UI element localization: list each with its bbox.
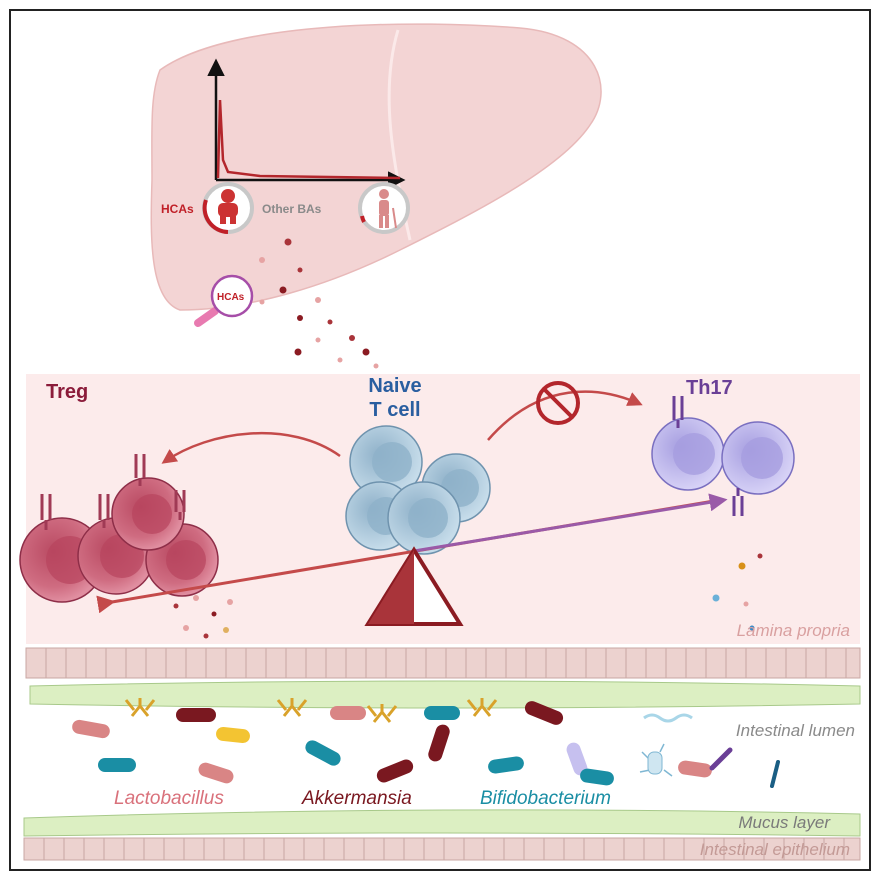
label-treg: Treg (46, 381, 88, 403)
metabolite-dots (173, 553, 763, 639)
naive-t-cells (345, 425, 491, 555)
label-akkermansia: Akkermansia (301, 788, 412, 809)
label-hcas-magnifier: HCAs (217, 292, 245, 303)
infant-icon (202, 182, 254, 234)
antibody-icon (40, 454, 186, 530)
label-lamina-propria: Lamina propria (737, 621, 850, 640)
balance-fulcrum-icon (364, 546, 464, 626)
arrow-naive-to-treg (161, 431, 341, 464)
label-other-bas: Other BAs (262, 202, 322, 216)
label-intestinal-epithelium: Intestinal epithelium (700, 840, 850, 859)
intestinal-epithelium-bottom (23, 837, 861, 861)
bacteria (72, 701, 780, 788)
prohibit-icon (536, 381, 580, 425)
treg-cells (19, 477, 219, 603)
label-bifidobacterium: Bifidobacterium (480, 788, 611, 809)
label-th17: Th17 (686, 377, 733, 399)
mucus-layer (23, 809, 861, 837)
label-hcas-left: HCAs (161, 202, 194, 216)
label-intestinal-lumen: Intestinal lumen (736, 721, 855, 740)
balance-beam-th17 (413, 493, 728, 553)
antibody-icon (124, 698, 498, 723)
label-lactobacillus: Lactobacillus (114, 788, 224, 809)
bile-acid-age-axes (207, 58, 406, 189)
mucus-band-top (29, 680, 861, 709)
label-naive-line1: Naive (368, 375, 421, 397)
th17-antibody-icon (672, 396, 744, 516)
elderly-icon (358, 182, 410, 234)
magnifier-icon (194, 274, 254, 327)
arrow-naive-to-th17 (487, 390, 643, 441)
liver (150, 23, 602, 311)
intestinal-epithelium-top (25, 647, 861, 679)
th17-cells (651, 417, 795, 495)
label-naive-line2: T cell (369, 399, 420, 421)
label-mucus-layer: Mucus layer (738, 813, 831, 832)
